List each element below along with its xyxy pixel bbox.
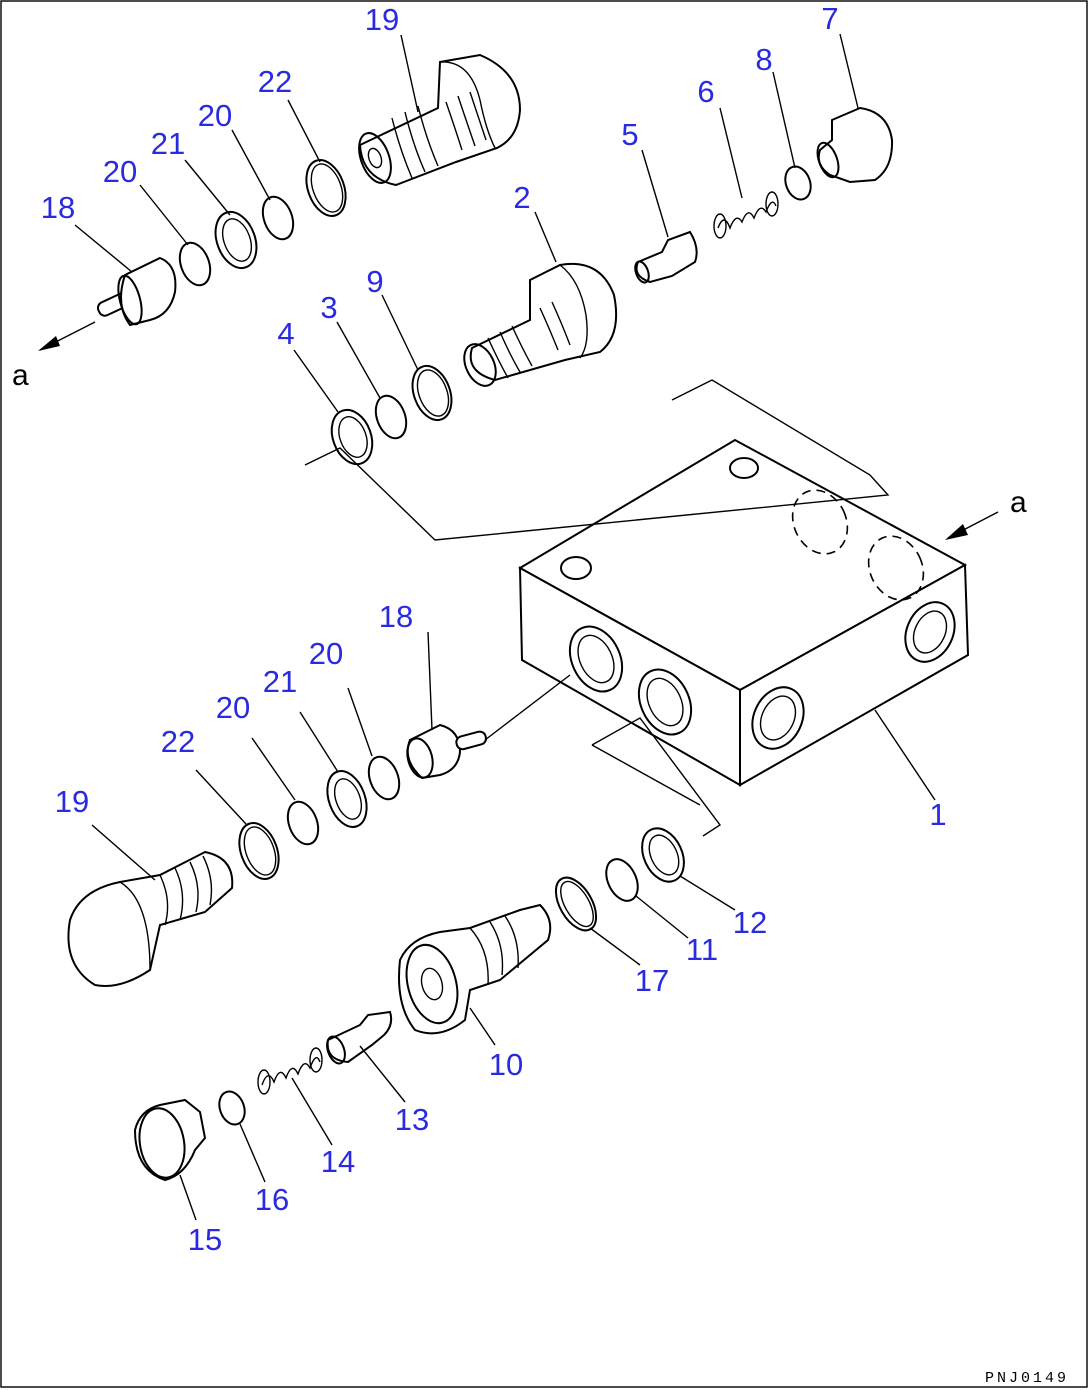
part-5-poppet — [634, 230, 698, 284]
callout-10: 10 — [489, 1047, 523, 1082]
part-6-spring — [713, 191, 779, 239]
part-2-cartridge — [463, 262, 618, 387]
part-21-lower — [326, 770, 368, 828]
part-11 — [605, 858, 639, 902]
part-22-lower — [238, 822, 280, 880]
view-arrow-left — [38, 321, 96, 351]
assembly-outline-top — [304, 379, 890, 541]
part-8 — [784, 165, 812, 201]
callout-4: 4 — [277, 316, 294, 351]
callout-8: 8 — [755, 42, 772, 77]
part-20-lower-b — [286, 800, 320, 846]
callout-20-lower-b: 20 — [216, 690, 250, 725]
part-22-upper — [305, 159, 347, 217]
callout-7: 7 — [821, 1, 838, 36]
callout-2: 2 — [513, 180, 530, 215]
callout-9: 9 — [366, 264, 383, 299]
part-17 — [554, 876, 598, 932]
callout-13: 13 — [395, 1102, 429, 1137]
callout-16: 16 — [255, 1182, 289, 1217]
leader-lines — [74, 33, 936, 1221]
callout-18-upper: 18 — [41, 190, 75, 225]
callout-22-lower: 22 — [161, 724, 195, 759]
callout-3: 3 — [320, 290, 337, 325]
callout-5: 5 — [621, 117, 638, 152]
view-marker-left: a — [12, 359, 29, 392]
callout-20-lower-a: 20 — [309, 636, 343, 671]
callout-21-upper: 21 — [151, 126, 185, 161]
part-15-plug — [133, 1098, 207, 1182]
view-arrow-right — [945, 511, 999, 540]
part-20-upper-a — [178, 241, 212, 287]
part-4 — [330, 408, 374, 466]
callout-11: 11 — [686, 932, 718, 967]
callout-22-upper: 22 — [258, 64, 292, 99]
part-10-cartridge — [398, 903, 552, 1035]
callout-1: 1 — [929, 797, 946, 832]
callout-21-lower: 21 — [263, 664, 297, 699]
part-20-lower-a — [367, 755, 401, 801]
callout-15: 15 — [188, 1222, 222, 1257]
view-marker-right: a — [1010, 486, 1027, 519]
callout-18-lower: 18 — [379, 599, 413, 634]
assembly-outline-bottom — [591, 717, 722, 837]
callout-labels: 1 2 3 4 5 6 7 8 9 10 11 12 13 14 15 16 1… — [41, 1, 947, 1257]
part-16 — [218, 1090, 246, 1126]
part-19-upper — [358, 53, 522, 187]
callout-20-upper-a: 20 — [103, 154, 137, 189]
callout-17: 17 — [635, 963, 669, 998]
part-21-upper — [214, 210, 258, 270]
part-13-poppet — [326, 1010, 393, 1065]
part-20-upper-b — [261, 195, 295, 241]
part-18-lower — [406, 723, 487, 780]
callout-12: 12 — [733, 905, 767, 940]
drawing-code: PNJ0149 — [985, 1370, 1069, 1387]
part-19-lower — [67, 850, 234, 987]
part-14-spring — [257, 1047, 323, 1095]
callout-19-lower: 19 — [55, 784, 89, 819]
callout-6: 6 — [697, 74, 714, 109]
part-9 — [411, 364, 453, 422]
part-3 — [374, 394, 408, 440]
callout-20-upper-b: 20 — [198, 98, 232, 133]
callout-14: 14 — [321, 1144, 355, 1179]
part-12 — [641, 827, 685, 883]
valve-block — [517, 438, 970, 787]
callout-19-upper: 19 — [365, 2, 399, 37]
part-18-upper — [96, 256, 177, 327]
part-7-plug — [816, 106, 894, 184]
